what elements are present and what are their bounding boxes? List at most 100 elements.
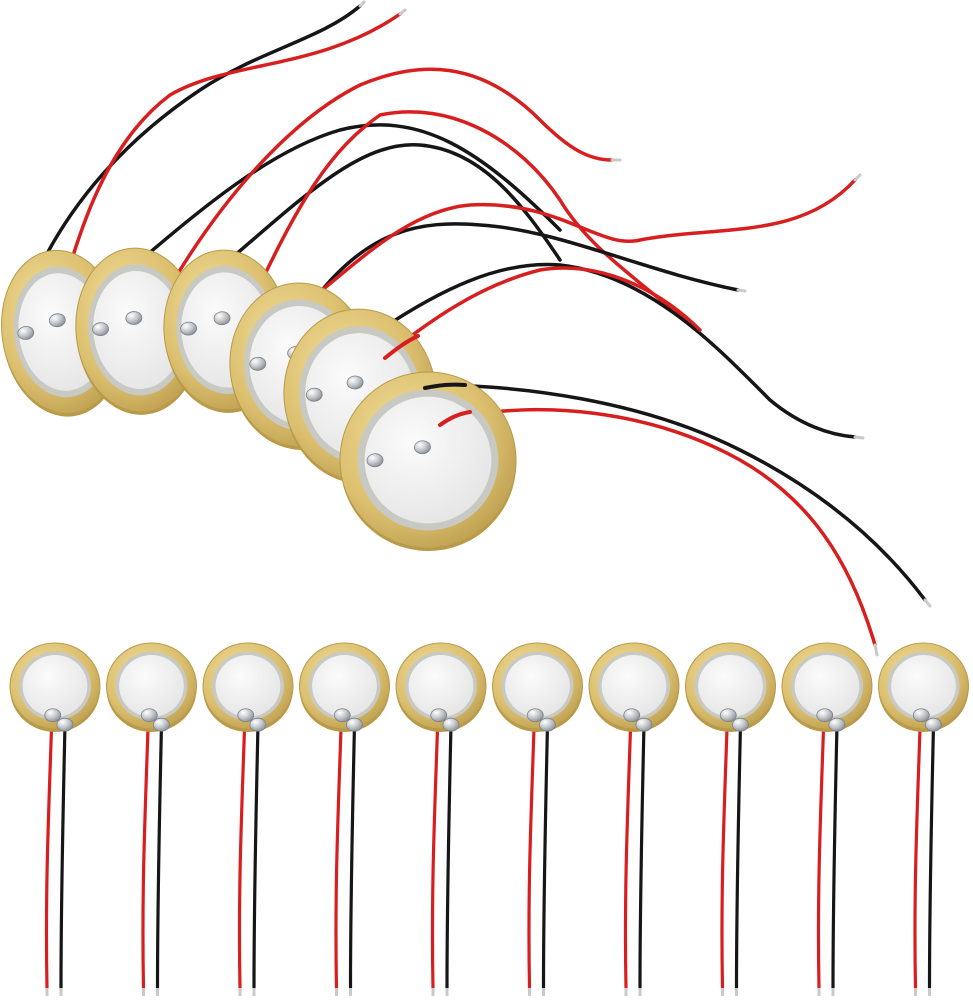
wire-black (155, 722, 164, 990)
ceramic-element (312, 655, 377, 717)
wire-red (253, 110, 692, 327)
solder-joint (442, 717, 460, 732)
wire-red (430, 712, 440, 990)
piezo-disc (299, 642, 390, 732)
piezo-disc-assembly (878, 642, 969, 996)
piezo-disc-assembly (395, 642, 487, 996)
solder-joint (526, 708, 544, 723)
piezo-disc-assembly (106, 642, 197, 996)
wire-red (453, 407, 877, 647)
ceramic-element (698, 655, 763, 717)
solder-joint (125, 311, 143, 325)
solder-joint (237, 708, 255, 723)
wire-red (438, 410, 472, 427)
solder-joint (305, 387, 323, 402)
piezo-disc (395, 642, 487, 732)
solder-joint (925, 717, 942, 732)
wire-red (44, 712, 54, 990)
ceramic-element (119, 655, 184, 717)
wire-red (378, 266, 702, 362)
wire-red (913, 712, 923, 990)
solder-joint (17, 326, 35, 340)
wire-tip (736, 288, 747, 293)
solder-joint (732, 717, 749, 732)
piezo-disc (202, 642, 294, 732)
wire-red (383, 334, 420, 360)
solder-joint (92, 322, 109, 337)
stacked-discs (0, 247, 517, 551)
piezo-disc-assembly (492, 642, 583, 996)
wire-red (527, 712, 537, 990)
solder-joint (828, 717, 846, 732)
piezo-disc (106, 642, 197, 732)
solder-joint (912, 708, 930, 723)
wire-black (252, 722, 260, 990)
wire-tip (853, 435, 865, 440)
piezo-disc (75, 247, 201, 415)
piezo-disc (9, 642, 101, 732)
ceramic-element (794, 655, 860, 717)
wire-red (334, 712, 344, 990)
solder-joint (140, 708, 158, 723)
wire-black (133, 123, 562, 267)
solder-joint (719, 708, 737, 723)
solder-joint (44, 708, 62, 723)
wire-tip (923, 598, 932, 608)
piezo-disc-assembly (202, 642, 294, 996)
wire-tip (853, 173, 862, 182)
wire-red (308, 178, 857, 302)
solder-joint (345, 717, 363, 732)
stacked-disc-cluster (0, 0, 932, 657)
piezo-disc-assembly (685, 642, 776, 996)
ceramic-element (22, 655, 88, 717)
piezo-disc (685, 642, 776, 732)
solder-joint (430, 708, 448, 723)
piezo-disc (492, 642, 583, 732)
wire-black (316, 222, 740, 297)
solder-joint (213, 311, 231, 326)
solder-joint (180, 321, 198, 336)
solder-joint (56, 717, 74, 732)
wire-black (445, 722, 453, 990)
solder-joint (635, 717, 653, 732)
piezo-disc-assembly (299, 642, 390, 996)
piezo-disc (781, 642, 873, 732)
solder-joint (249, 717, 267, 732)
wire-red (623, 712, 633, 990)
solder-joint (816, 708, 834, 723)
solder-joint (414, 440, 431, 455)
wire-black (428, 383, 927, 602)
solder-joint (152, 717, 170, 732)
solder-joint (539, 717, 556, 732)
wire-black (734, 722, 743, 990)
solder-joint (333, 708, 351, 723)
wire-black (378, 262, 857, 439)
ceramic-element (505, 655, 570, 717)
wire-black (59, 722, 67, 990)
piezo-disc (878, 642, 969, 732)
piezo-disc-assembly (588, 642, 680, 996)
piezo-disc-assembly (781, 642, 873, 996)
wire-red (53, 12, 402, 322)
wire-tip (398, 8, 407, 16)
ceramic-element (408, 655, 474, 717)
piezo-disc-assembly (9, 642, 101, 996)
wire-black (423, 382, 467, 390)
long-wires (18, 0, 932, 657)
ceramic-element (891, 655, 956, 717)
wire-red (141, 712, 151, 990)
solder-joint (623, 708, 641, 723)
wire-red (720, 712, 730, 990)
wire-red (237, 712, 247, 990)
piezo-disc (339, 371, 517, 551)
ceramic-element (93, 271, 183, 389)
wire-tip (358, 0, 366, 8)
ceramic-element (215, 655, 281, 717)
ceramic-element (601, 655, 667, 717)
solder-joint (48, 313, 66, 328)
disc-row (9, 642, 969, 996)
wire-red (163, 67, 614, 297)
wire-red (816, 712, 826, 990)
solder-joint (346, 375, 364, 390)
